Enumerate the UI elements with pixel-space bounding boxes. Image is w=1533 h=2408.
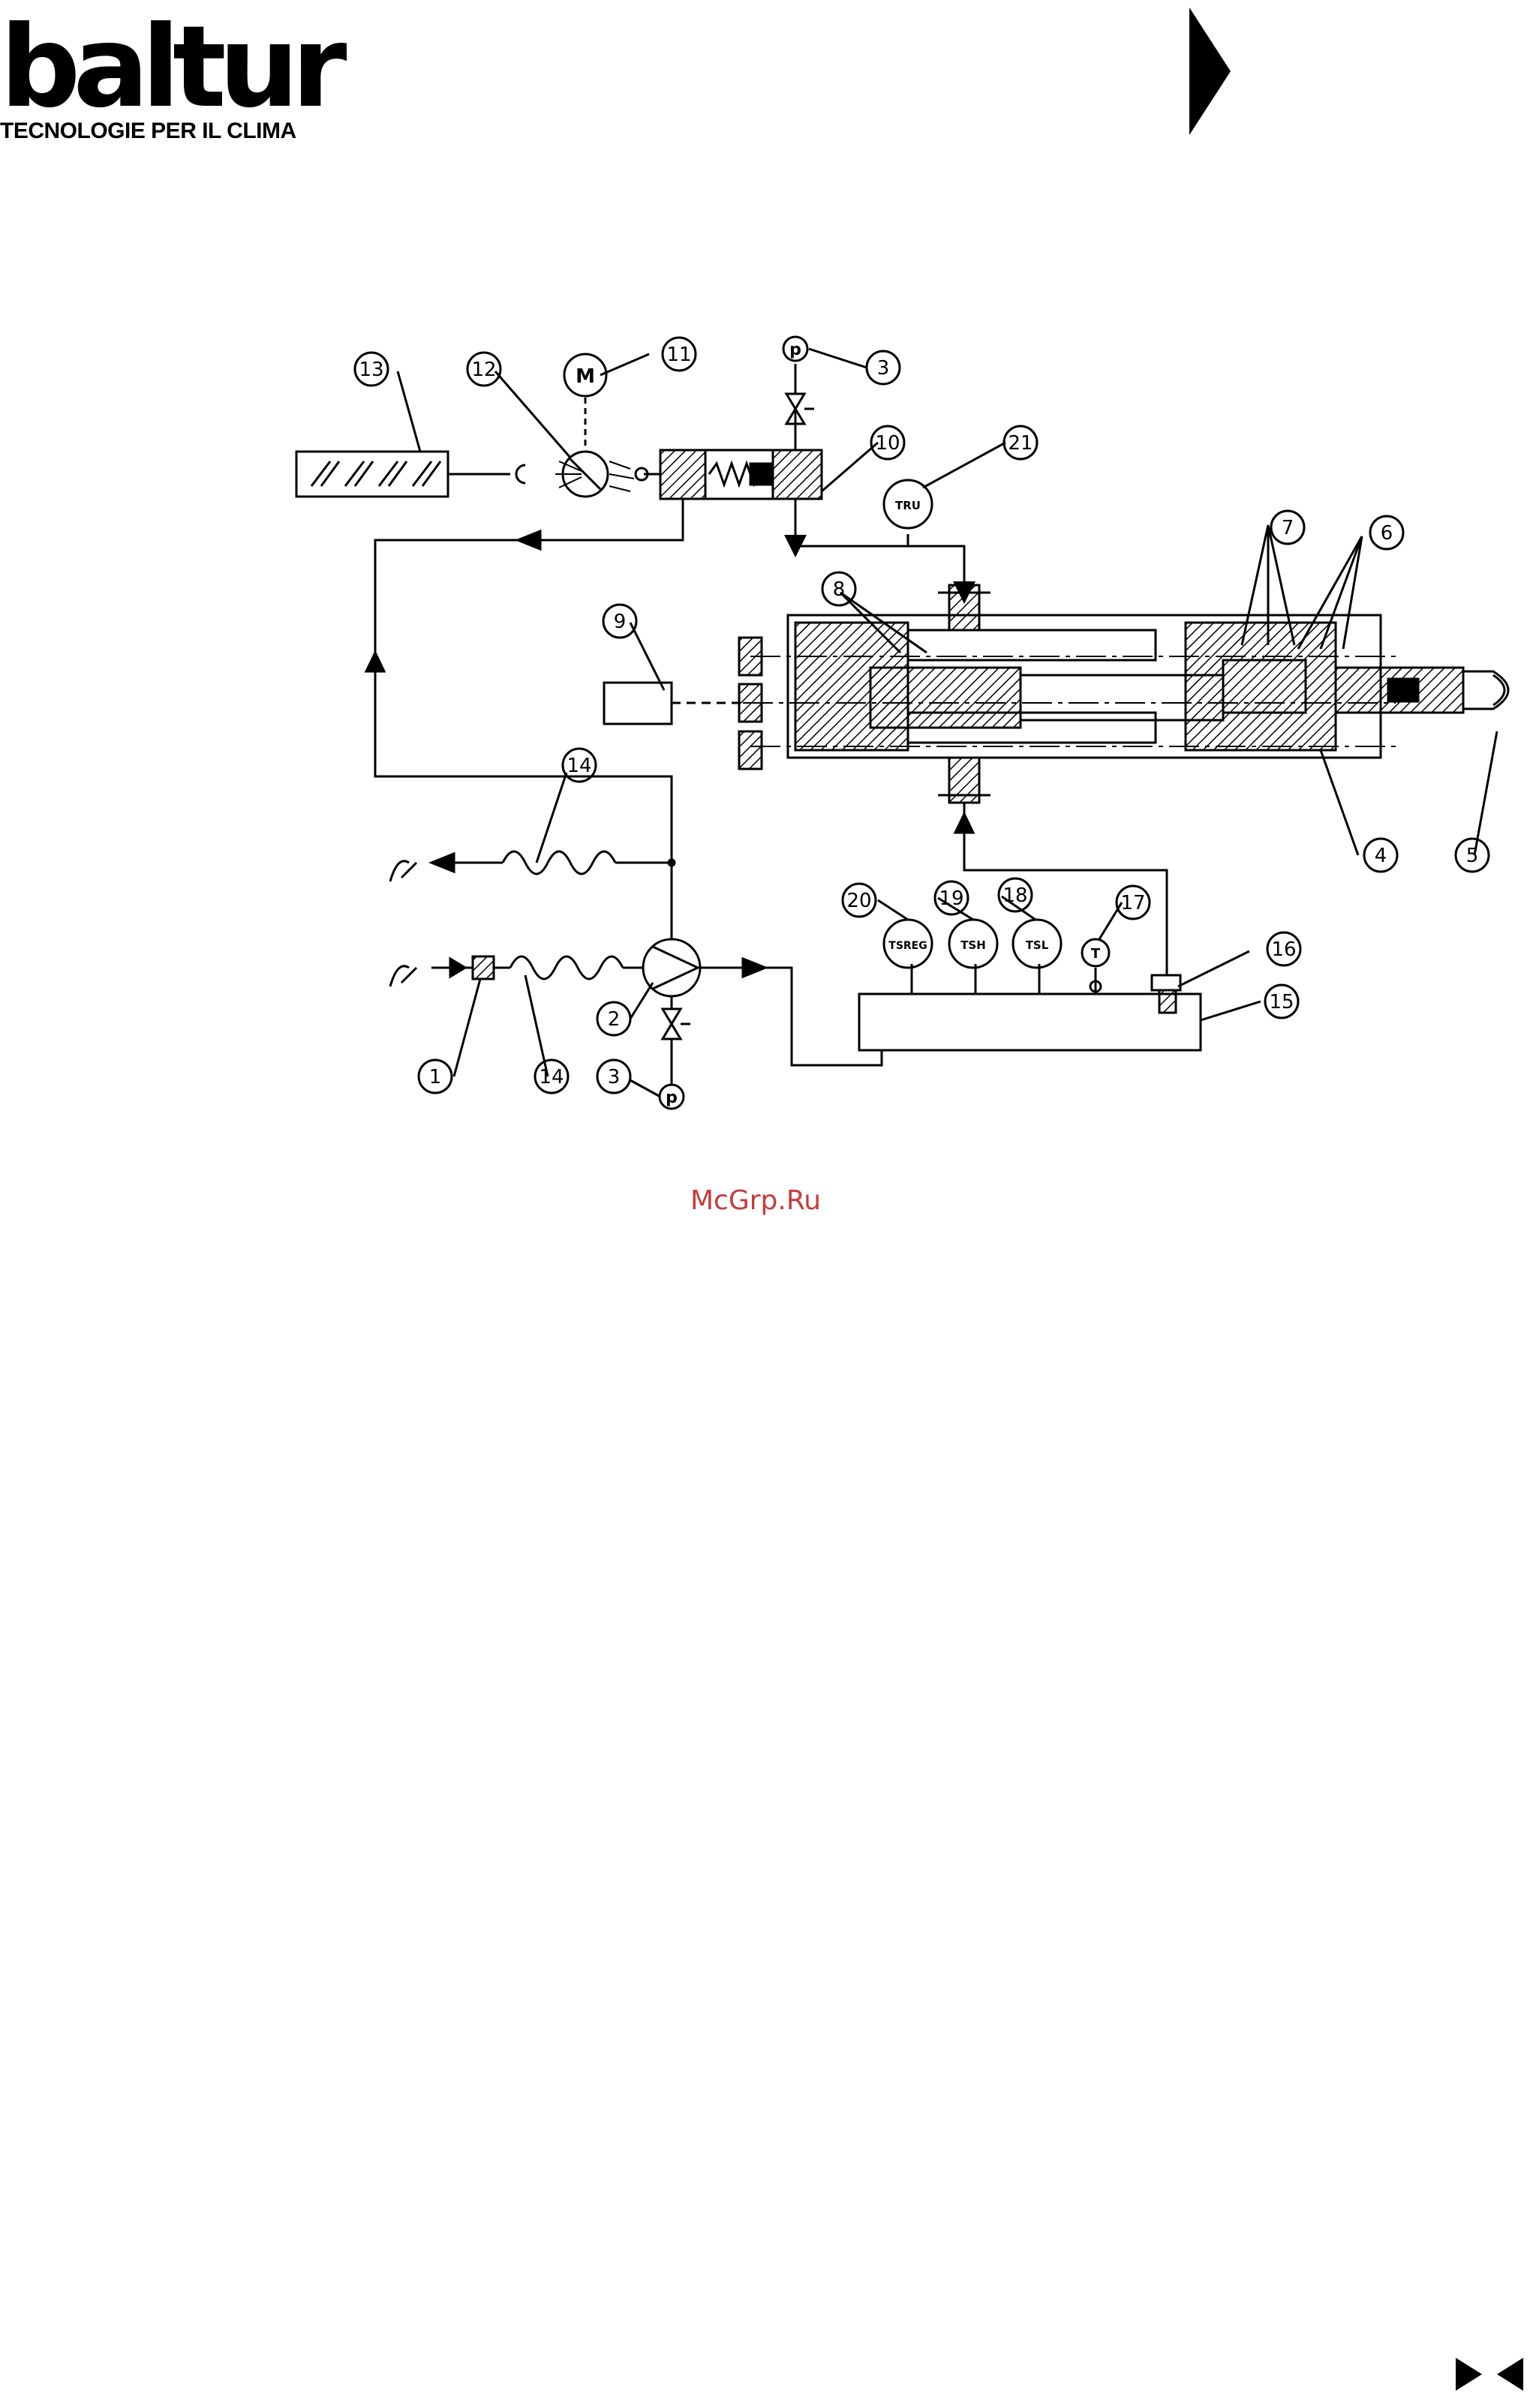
callout-6: 6 — [1381, 522, 1393, 545]
callout-13: 13 — [359, 359, 383, 381]
callout-11: 11 — [666, 344, 691, 366]
page-nav-arrows-icon — [1452, 2352, 1527, 2397]
tsl-label: TSL — [1026, 938, 1049, 952]
callout-17: 17 — [1120, 892, 1145, 914]
t-label: T — [1091, 946, 1101, 962]
tsh-label: TSH — [960, 938, 986, 952]
callout-21: 21 — [1008, 432, 1033, 455]
pump — [643, 939, 700, 996]
callout-8: 8 — [833, 578, 846, 601]
tru-label: TRU — [895, 499, 921, 512]
callout-20: 20 — [846, 890, 871, 912]
callout-1: 1 — [429, 1066, 442, 1088]
level-switch — [1152, 975, 1180, 990]
callout-18: 18 — [1002, 884, 1027, 907]
callout-19: 19 — [939, 887, 963, 910]
callout-4: 4 — [1375, 845, 1387, 867]
callout-14-bottom: 14 — [539, 1066, 564, 1088]
tsreg-label: TSREG — [888, 940, 927, 952]
callout-14-top: 14 — [567, 755, 591, 777]
watermark: McGrp.Ru — [690, 1185, 821, 1216]
callout-3-top: 3 — [877, 357, 890, 380]
callout-10: 10 — [875, 432, 900, 455]
actuator — [604, 683, 672, 724]
motor-label: M — [576, 365, 595, 388]
callout-5: 5 — [1466, 845, 1479, 867]
callout-15: 15 — [1269, 991, 1294, 1013]
manifold — [859, 994, 1201, 1050]
callout-16: 16 — [1271, 938, 1296, 961]
callout-7: 7 — [1282, 517, 1294, 539]
callout-12: 12 — [471, 359, 496, 381]
callout-9: 9 — [614, 611, 627, 633]
nozzle-assembly — [739, 585, 1508, 803]
filter — [473, 956, 494, 979]
pressure-label-bottom: p — [666, 1088, 678, 1107]
callout-2: 2 — [608, 1008, 621, 1031]
callout-3-bottom: 3 — [608, 1066, 621, 1088]
pressure-label-top: p — [789, 341, 801, 359]
